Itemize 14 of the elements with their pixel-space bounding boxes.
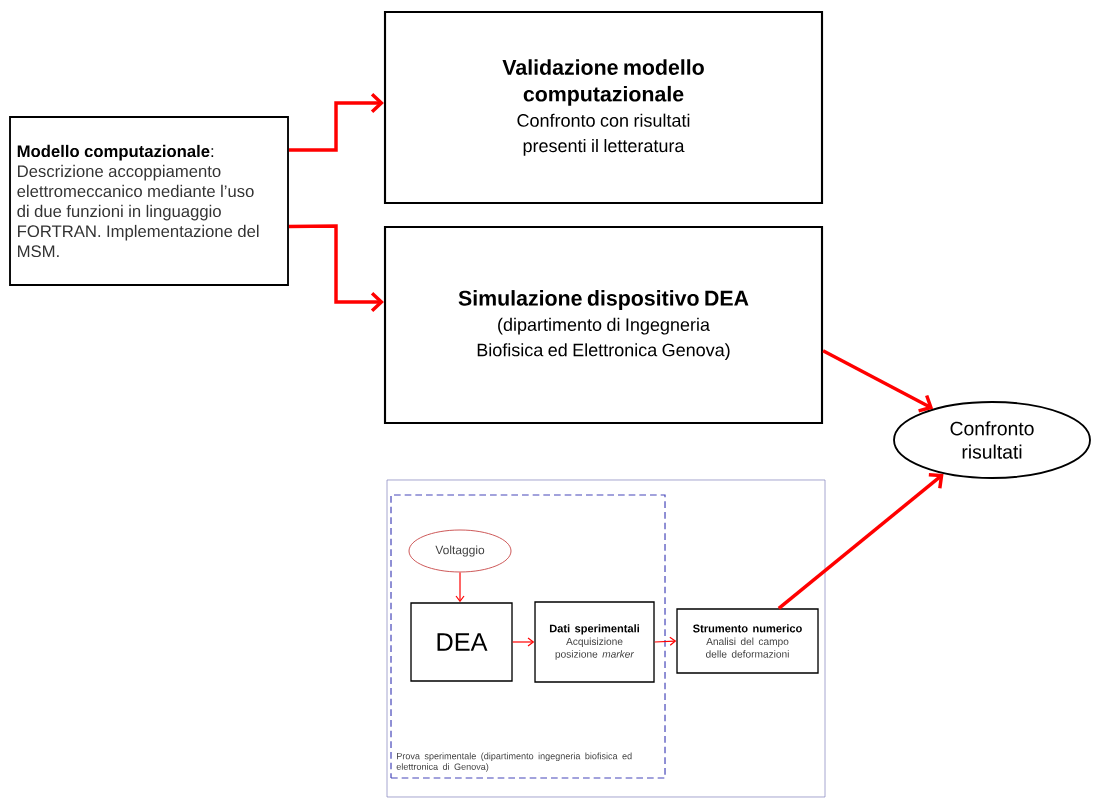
arrow xyxy=(512,637,535,647)
arrow xyxy=(654,636,677,646)
process-box: Simulazione dispositivo DEA (dipartimento di Ingegneria Biofisica ed Elettronica Genova) xyxy=(383,225,824,425)
process-box: Dati sperimentali Acquisizione posizione marker xyxy=(534,601,655,683)
arrow xyxy=(288,224,384,312)
process-box: DEA xyxy=(410,602,513,682)
arrow xyxy=(455,571,465,603)
description-box: Modello computazionale: Descrizione accoppiamento elettromeccanico mediante l’uso di due funzioni in linguaggio FORTRAN. Implementazione del MSM. xyxy=(9,116,289,286)
arrow xyxy=(822,349,934,413)
process-box: Strumento numerico Analisi del campo delle deformazioni xyxy=(676,608,819,674)
arrow xyxy=(288,93,384,152)
process-box: Validazione modello computazionale Confronto con risultati presenti il letteratura xyxy=(383,10,824,205)
arrow xyxy=(777,473,944,610)
picture-frame xyxy=(386,479,826,798)
